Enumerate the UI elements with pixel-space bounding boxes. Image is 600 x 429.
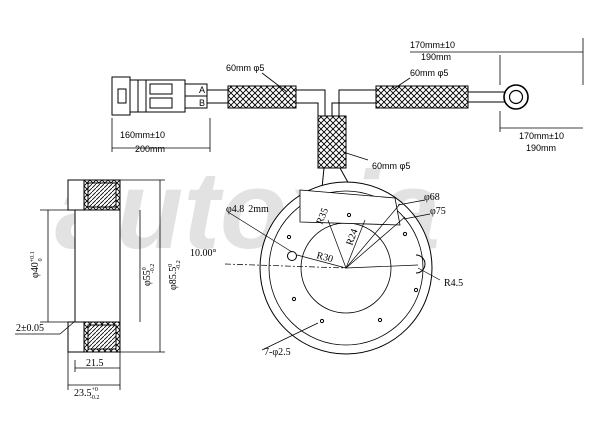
- outer-diameter-label: φ550-0.2: [142, 264, 156, 286]
- r30-label: R30: [315, 250, 334, 265]
- d75-label: φ75: [430, 206, 446, 217]
- sleeve-right-label: 60mm φ5: [410, 68, 448, 78]
- right-top-length: 170mm±10: [410, 40, 455, 50]
- sleeve-left: [227, 85, 297, 109]
- pin-a-label: A: [199, 85, 205, 95]
- coil-plan-view: [224, 181, 441, 355]
- right-bottom-length: 170mm±10: [519, 131, 564, 141]
- total-width-label: 23.5+0-0.2: [74, 387, 99, 401]
- angle-label: 10.00°: [190, 248, 217, 259]
- left-length-max: 200mm: [135, 144, 165, 154]
- pin-b-label: B: [199, 98, 205, 108]
- cable-dimensions: [111, 38, 584, 161]
- sleeve-down: [317, 115, 347, 169]
- section-dimensions: [15, 179, 165, 390]
- right-top-length-max: 190mm: [421, 52, 451, 62]
- step-label: 2±0.05: [16, 323, 44, 334]
- connector: [111, 76, 208, 116]
- outer-diameter2-label: φ85.50-0.2: [168, 260, 182, 290]
- r45-label: R4.5: [444, 278, 463, 289]
- d68-label: φ68: [424, 192, 440, 203]
- sleeve-left-label: 60mm φ5: [226, 63, 264, 73]
- inner-width-label: 21.5: [86, 358, 104, 369]
- left-length: 160mm±10: [120, 130, 165, 140]
- r24-label: R24: [344, 228, 360, 247]
- right-bottom-length-max: 190mm: [526, 143, 556, 153]
- cable-harness: [111, 76, 529, 199]
- holes-label: 7-φ2.5: [264, 347, 291, 358]
- sleeve-down-label: 60mm φ5: [372, 161, 410, 171]
- coil-cross-section: [67, 179, 121, 353]
- sleeve-right: [375, 85, 469, 109]
